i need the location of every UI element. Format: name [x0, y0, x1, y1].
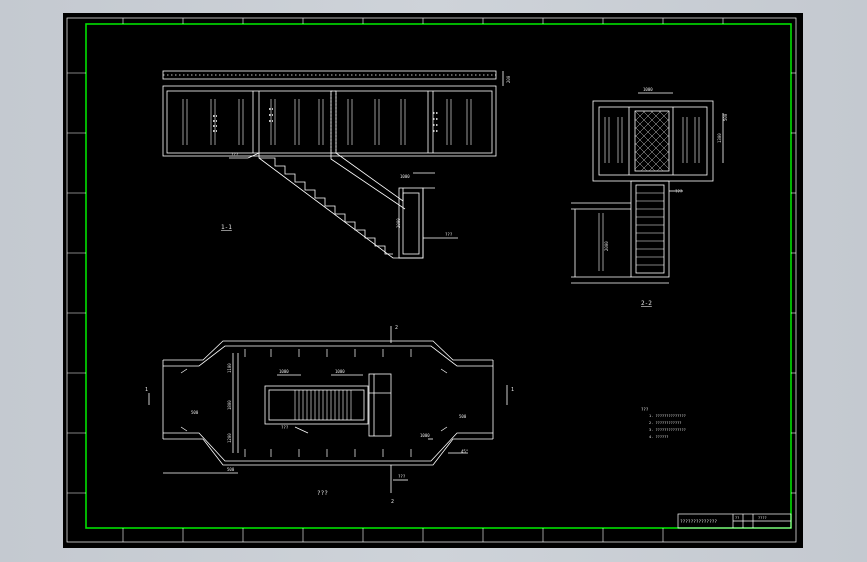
note-plan-inner: ???: [281, 425, 289, 430]
dim-plan-left-w: 500: [191, 410, 199, 415]
dim-s2-right-small: 500: [723, 113, 728, 121]
notes-line-3: 3. ??????????????: [649, 428, 686, 432]
notes-line-2: 2. ????????????: [649, 421, 681, 425]
note-stair-top: ???: [231, 152, 239, 157]
plan-view-drawing: [148, 326, 508, 493]
angle-plan: 45°: [461, 449, 468, 454]
section-2-2-label: 2-2: [641, 300, 652, 307]
plan-label: ???: [317, 490, 328, 497]
cut-mark-right: 1: [511, 387, 514, 393]
section-1-1-drawing: [162, 70, 504, 259]
note-s2-side: ???: [675, 189, 683, 194]
dim-top-right-vertical: 200: [506, 75, 511, 83]
cut-mark-bottom: 2: [391, 499, 394, 505]
title-block-cell: ??: [735, 516, 739, 520]
dim-plan-center-vertical: 1800: [227, 400, 232, 410]
cad-drawing: 1-1 200 1000 2000 ??? ???: [66, 17, 797, 543]
dim-plan-inner-left: 1000: [279, 369, 289, 374]
notes-heading: ???: [641, 407, 649, 412]
notes-line-4: 4. ??????: [649, 435, 668, 439]
dim-plan-bottom-left: 500: [227, 467, 235, 472]
title-block: [677, 513, 792, 529]
dim-s2-top-width: 1000: [643, 87, 653, 92]
inner-frame: [85, 23, 792, 529]
title-block-code: ????: [758, 516, 767, 520]
cad-viewport[interactable]: 1-1 200 1000 2000 ??? ???: [63, 13, 803, 548]
dim-s2-left-height: 2000: [604, 241, 609, 251]
dim-stair-landing-height: 2000: [396, 218, 401, 228]
cut-mark-left: 1: [145, 387, 148, 393]
title-block-name: ??????????????: [680, 519, 717, 525]
dim-plan-left-h1: 1100: [227, 363, 232, 373]
dim-stair-landing-width: 1000: [400, 174, 410, 179]
section-2-2-drawing: [571, 92, 724, 284]
note-stair-bottom: ???: [445, 232, 453, 237]
note-plan-bottom: ???: [398, 474, 406, 479]
section-1-1-label: 1-1: [221, 224, 232, 231]
dim-plan-right-w: 500: [459, 414, 467, 419]
cut-mark-top: 2: [395, 325, 398, 331]
dim-plan-bottom-right: 1000: [420, 433, 430, 438]
notes-line-1: 1. ??????????????: [649, 414, 686, 418]
dim-s2-right-height: 1300: [717, 133, 722, 143]
outer-frame: [66, 17, 797, 543]
dim-plan-inner-right: 1000: [335, 369, 345, 374]
frame-ticks: [67, 18, 796, 542]
section-2-2-crosshatch: [634, 110, 670, 172]
dim-plan-left-h2: 1200: [227, 433, 232, 443]
